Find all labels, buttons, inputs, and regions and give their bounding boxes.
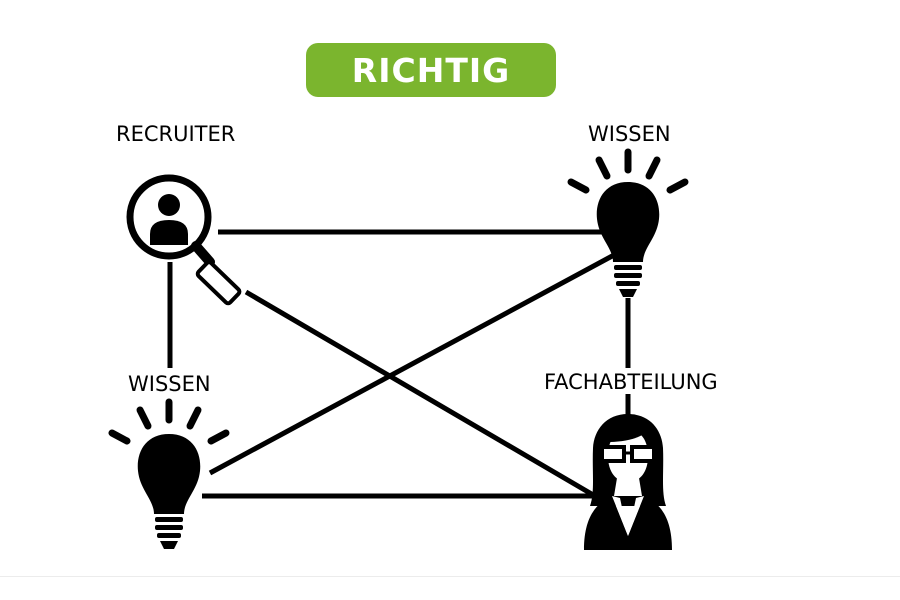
- lightbulb-icon: [567, 148, 689, 297]
- businesswoman-icon: [584, 414, 672, 550]
- lightbulb-icon: [108, 398, 230, 549]
- richtig-badge: RICHTIG: [306, 43, 556, 97]
- footer-divider: [0, 576, 900, 577]
- magnifier-person-icon: [126, 174, 242, 306]
- edge-recruiter-fachabteilung: [244, 289, 597, 499]
- recruiter-label: RECRUITER: [116, 122, 236, 146]
- connections: [167, 229, 631, 499]
- wissen-top-label: WISSEN: [588, 122, 671, 146]
- badge-label: RICHTIG: [351, 50, 511, 90]
- edge-wissen-top-wissen-bottom: [208, 252, 616, 476]
- wissen-bottom-label: WISSEN: [128, 372, 211, 396]
- fachabteilung-label: FACHABTEILUNG: [544, 370, 718, 394]
